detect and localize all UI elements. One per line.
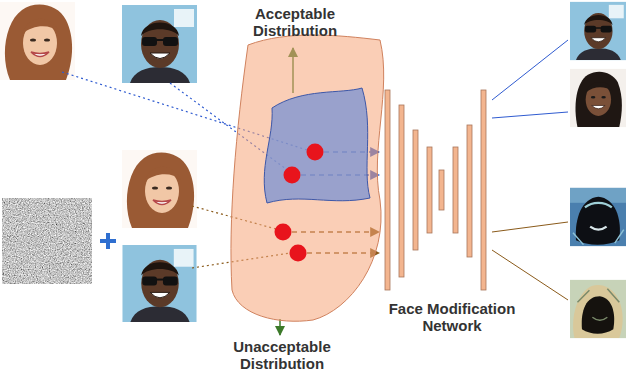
distribution-region: Unacceptable DistributionAcceptable Dist… bbox=[228, 30, 388, 325]
network-layer-bar bbox=[427, 147, 432, 233]
input-face bbox=[122, 5, 197, 83]
output-face bbox=[570, 2, 626, 60]
output-link bbox=[492, 250, 568, 300]
acceptable-region bbox=[264, 88, 370, 203]
output-link bbox=[492, 222, 568, 232]
sample-point bbox=[275, 224, 292, 241]
network-block: Face Modification Network bbox=[380, 85, 490, 297]
output-face bbox=[570, 69, 626, 127]
network-layer-bar bbox=[439, 170, 444, 210]
region-label: Acceptable Distribution bbox=[239, 5, 351, 40]
output-face bbox=[570, 188, 626, 246]
network-layer-bar bbox=[413, 130, 418, 250]
output-link bbox=[492, 40, 568, 100]
network-layer-bar bbox=[385, 90, 390, 290]
region-label: Unacceptable Distribution bbox=[220, 338, 344, 373]
input-face bbox=[122, 245, 196, 322]
network-layer-bar bbox=[399, 105, 404, 277]
plus-sign bbox=[100, 233, 116, 249]
node-shape bbox=[380, 85, 490, 297]
node-shape bbox=[262, 88, 372, 203]
input-face bbox=[0, 2, 75, 80]
region-label: Face Modification Network bbox=[377, 300, 527, 335]
sample-point bbox=[284, 167, 301, 184]
network-layer-bar bbox=[481, 90, 486, 290]
unacceptable-region bbox=[231, 35, 384, 321]
output-face bbox=[570, 280, 626, 338]
output-link bbox=[492, 112, 568, 118]
sample-point bbox=[307, 144, 324, 161]
noise-pattern bbox=[2, 198, 92, 284]
input-face bbox=[122, 150, 197, 228]
network-layer-bar bbox=[453, 147, 458, 233]
network-layer-bar bbox=[467, 125, 472, 257]
distribution-region: Acceptable Distribution bbox=[262, 88, 372, 203]
sample-point bbox=[290, 245, 307, 262]
leader-arrow bbox=[279, 319, 281, 335]
